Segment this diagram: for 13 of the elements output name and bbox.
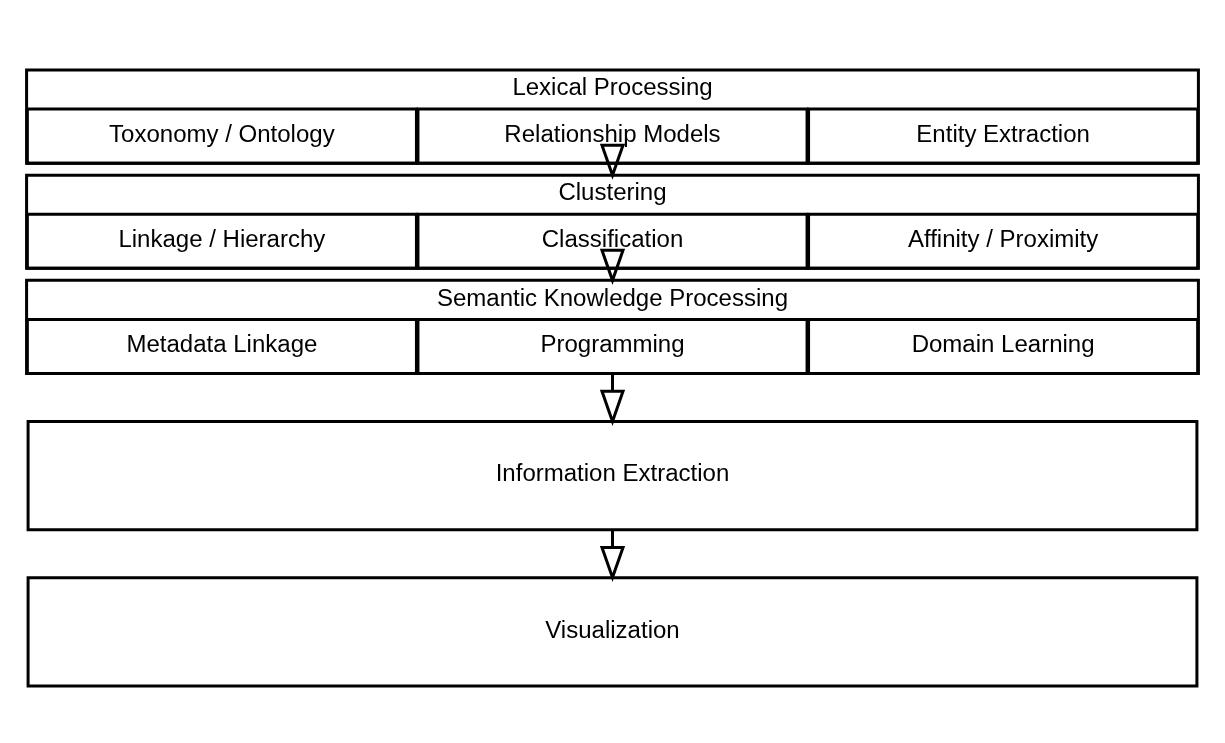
node-box: Metadata Linkage <box>25 317 418 375</box>
node-box: Affinity / Proximity <box>807 212 1200 270</box>
arrow <box>599 143 626 180</box>
node-box: Information Extraction <box>26 419 1199 531</box>
arrow <box>599 248 626 285</box>
node-box: Entity Extraction <box>807 107 1200 165</box>
node-box: Visualization <box>26 575 1199 687</box>
node-box: Programming <box>416 317 809 375</box>
arrow <box>599 529 626 582</box>
node-box: Linkage / Hierarchy <box>25 212 418 270</box>
node-box: Toxonomy / Ontology <box>25 107 418 165</box>
arrow <box>599 373 626 426</box>
node-box: Domain Learning <box>807 317 1200 375</box>
